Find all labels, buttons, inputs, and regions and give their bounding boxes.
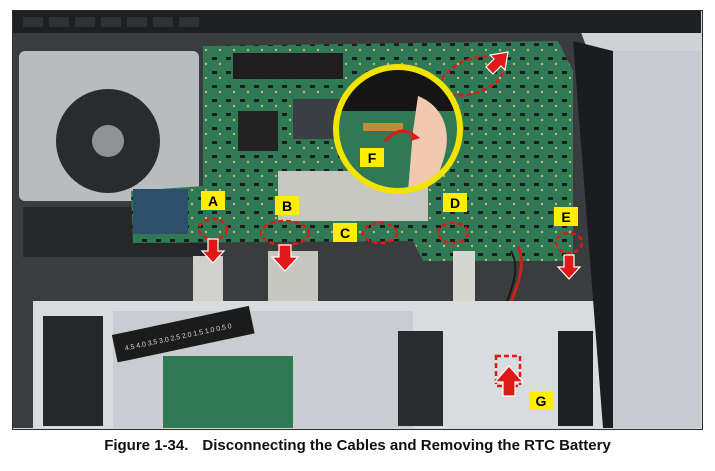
callout-b: B	[275, 196, 299, 215]
arrow-up-right-icon	[485, 51, 509, 75]
figure-number: Figure 1-34.	[104, 437, 189, 454]
callout-f-label: F	[368, 150, 377, 166]
arrow-down-icon	[270, 244, 300, 272]
callout-f: F	[360, 148, 384, 167]
connector-e-highlight	[554, 231, 584, 255]
callout-g: G	[529, 391, 553, 410]
connector-c-highlight	[361, 221, 399, 245]
arrow-down-icon	[200, 238, 226, 264]
callout-b-label: B	[282, 198, 292, 214]
callout-c-label: C	[340, 225, 350, 241]
callout-a-label: A	[208, 193, 218, 209]
arrow-up-icon	[493, 365, 525, 397]
connector-d-highlight	[436, 221, 470, 245]
callout-d-label: D	[450, 195, 460, 211]
figure-caption: Figure 1-34. Disconnecting the Cables and…	[0, 437, 715, 454]
callout-d: D	[443, 193, 467, 212]
callout-e-label: E	[561, 209, 570, 225]
callout-c: C	[333, 223, 357, 242]
figure-title: Disconnecting the Cables and Removing th…	[202, 437, 611, 454]
callout-e: E	[554, 207, 578, 226]
disassembly-photo: 4.5 4.0 3.5 3.0 2.5 2.0 1.5 1.0 0.5 0	[12, 10, 703, 430]
callout-a: A	[201, 191, 225, 210]
arrow-down-icon	[556, 254, 582, 280]
callout-g-label: G	[536, 393, 547, 409]
